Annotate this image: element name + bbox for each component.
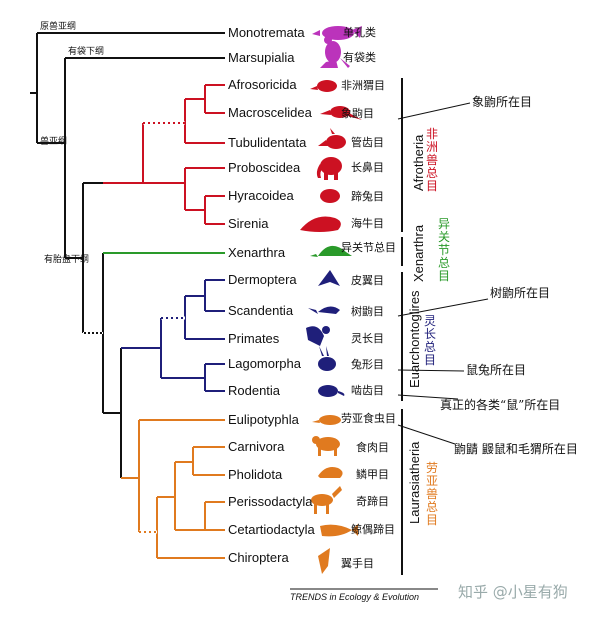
superorder-euarchontoglires: Euarchontoglires	[407, 290, 422, 388]
cn-hyracoidea: 蹄兔目	[351, 190, 384, 203]
cn-afrosoricida: 非洲猬目	[341, 79, 385, 92]
journal-credit: TRENDS in Ecology & Evolution	[290, 592, 420, 602]
cn-sirenia: 海牛目	[351, 217, 384, 230]
whale-icon	[320, 524, 358, 537]
colugo-icon	[318, 270, 340, 286]
taxon-macroscelidea: Macroscelidea	[228, 105, 312, 120]
taxon-pholidota: Pholidota	[228, 467, 283, 482]
taxon-perissodactyla: Perissodactyla	[228, 494, 313, 509]
afrotheria-branches	[103, 84, 225, 225]
taxon-sirenia: Sirenia	[228, 216, 269, 231]
note-shrew: 鼩鼱 鼹鼠和毛猬所在目	[454, 442, 578, 456]
aardvark-icon	[318, 128, 346, 149]
manatee-icon	[300, 216, 341, 232]
silhouettes	[300, 26, 362, 574]
cn-lagomorpha: 兔形目	[351, 358, 384, 371]
rank-theria: 兽亚纲	[40, 137, 68, 147]
cn-carnivora: 食肉目	[356, 441, 389, 454]
rodent-icon	[318, 385, 345, 397]
taxon-xenarthra: Xenarthra	[228, 245, 286, 260]
cn-chiroptera: 翼手目	[341, 557, 374, 570]
platypus-icon	[312, 26, 362, 40]
cn-eulipotyphla: 劳亚食虫目	[341, 412, 396, 425]
note-tree-shrew: 树鼩所在目	[490, 286, 551, 300]
tenrec-icon	[310, 80, 337, 92]
taxon-carnivora: Carnivora	[228, 439, 285, 454]
pangolin-icon	[318, 467, 343, 478]
superorder-xenarthra: Xenarthra	[411, 224, 426, 282]
cn-xenarthra: 异关节总目	[341, 241, 396, 254]
taxon-tubulidentata: Tubulidentata	[228, 135, 307, 150]
annotation-lines	[397, 102, 489, 445]
taxon-marsupialia: Marsupialia	[228, 50, 295, 65]
primate-icon	[306, 326, 330, 346]
cn-marsupialia: 有袋类	[343, 51, 376, 64]
taxon-lagomorpha: Lagomorpha	[228, 356, 301, 371]
bat-icon	[318, 548, 330, 574]
euarchontoglires-branches	[121, 279, 225, 392]
superorder-afrotheria-cn: 非洲兽总目	[425, 127, 438, 193]
laurasiatheria-branches	[121, 419, 225, 559]
taxon-dermoptera: Dermoptera	[228, 272, 297, 287]
taxon-eulipotyphla: Eulipotyphla	[228, 412, 299, 427]
rank-placentals: 有胎盘下纲	[44, 255, 90, 265]
cn-perissodactyla: 奇蹄目	[356, 495, 389, 508]
taxon-rodentia: Rodentia	[228, 383, 281, 398]
cn-proboscidea: 长鼻目	[351, 161, 384, 174]
note-rabbit: 鼠兔所在目	[466, 363, 527, 377]
taxon-monotremata: Monotremata	[228, 25, 305, 40]
shrew-icon	[312, 415, 341, 425]
note-elephant-shrew: 象鼩所在目	[472, 95, 533, 109]
elephant-icon	[316, 157, 342, 180]
superorder-afrotheria: Afrotheria	[411, 134, 426, 191]
elephant-shrew-icon	[320, 106, 362, 120]
cn-dermoptera: 皮翼目	[351, 274, 384, 287]
hyrax-icon	[320, 189, 340, 203]
rank-prototheria: 原兽亚纲	[40, 22, 77, 32]
basal-branches	[30, 32, 225, 478]
cn-macroscelidea: 象鼩目	[341, 107, 374, 120]
taxon-cetartiodactyla: Cetartiodactyla	[228, 522, 315, 537]
cn-monotremata: 单孔类	[343, 26, 376, 39]
armadillo-icon	[310, 245, 352, 257]
note-rodent: 真正的各类“鼠”所在目	[440, 398, 561, 412]
superorder-xenarthra-cn: 异关节总目	[437, 217, 450, 283]
taxon-afrosoricida: Afrosoricida	[228, 77, 297, 92]
superorder-euarchontoglires-cn: 灵长总目	[423, 314, 436, 367]
superorder-laurasiatheria: Laurasiatheria	[407, 441, 422, 524]
watermark: 知乎 @小星有狗	[458, 583, 568, 601]
taxon-chiroptera: Chiroptera	[228, 550, 289, 565]
superorder-laurasiatheria-cn: 劳亚兽总目	[425, 461, 438, 527]
cn-tubulidentata: 管齿目	[351, 136, 384, 149]
carnivore-icon	[312, 436, 340, 456]
taxon-scandentia: Scandentia	[228, 303, 294, 318]
taxon-hyracoidea: Hyracoidea	[228, 188, 294, 203]
cn-cetartiodactyla: 鲸偶蹄目	[351, 523, 395, 536]
kangaroo-icon	[320, 36, 350, 68]
taxon-proboscidea: Proboscidea	[228, 160, 301, 175]
rabbit-icon	[318, 346, 336, 371]
horse-icon	[311, 486, 342, 514]
cn-scandentia: 树鼩目	[351, 305, 384, 318]
rank-marsupials: 有袋下纲	[68, 47, 105, 57]
cn-primates: 灵长目	[351, 332, 384, 345]
cn-rodentia: 啮齿目	[351, 384, 384, 397]
taxon-primates: Primates	[228, 331, 280, 346]
treeshrew-icon	[308, 306, 340, 314]
cn-pholidota: 鳞甲目	[356, 468, 389, 481]
